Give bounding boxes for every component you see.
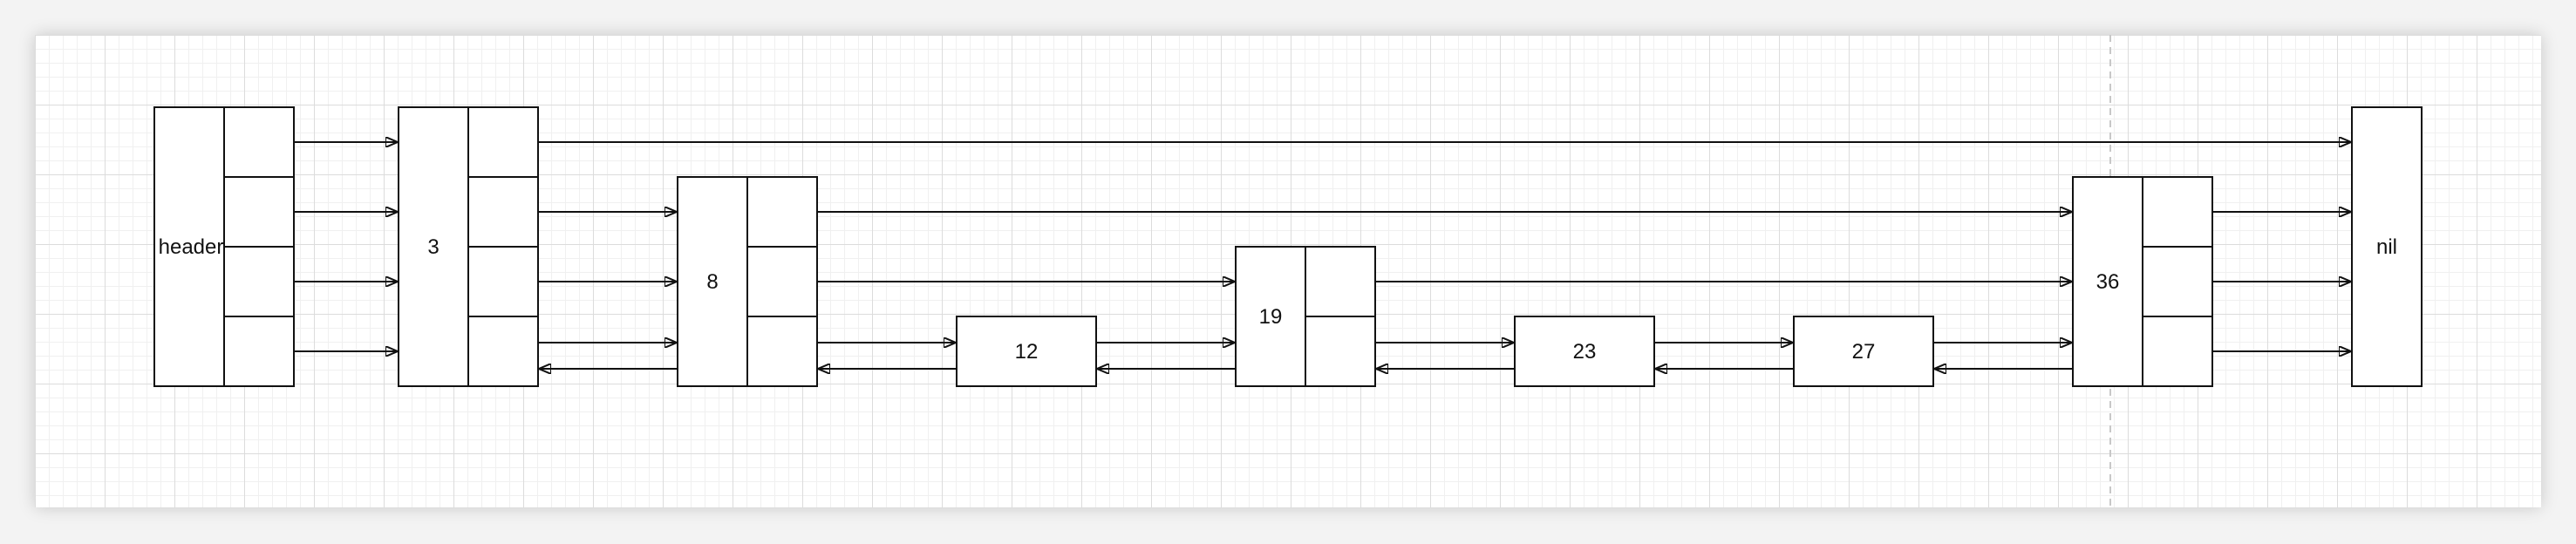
pointer-cell <box>677 176 748 387</box>
node-header: header <box>153 106 295 387</box>
pointer-cell <box>1305 316 1376 387</box>
pointer-cell <box>2142 316 2213 387</box>
nil-label: nil <box>2376 235 2397 259</box>
header-pointer-cell-2 <box>223 246 295 317</box>
pointer-cell <box>1305 246 1376 317</box>
node-23-label: 23 <box>1573 340 1597 364</box>
pointer-cell <box>2142 246 2213 317</box>
node-19-label: 19 <box>1259 305 1283 329</box>
pointer-cell <box>467 246 539 317</box>
node-3-label: 3 <box>427 235 439 259</box>
pointer-cell <box>746 176 818 248</box>
node-nil: nil <box>2351 106 2423 387</box>
pointer-cell <box>2351 106 2423 387</box>
node-12: 12 <box>956 316 1097 387</box>
node-12-label: 12 <box>1015 340 1039 364</box>
header-pointer-cell-4 <box>223 106 295 178</box>
header-label: header <box>159 235 224 259</box>
node-3: 3 <box>398 106 539 387</box>
pointer-cell <box>746 316 818 387</box>
node-27-label: 27 <box>1852 340 1876 364</box>
node-19: 19 <box>1235 246 1376 387</box>
node-36: 36 <box>2072 176 2213 387</box>
pointer-cell <box>2142 176 2213 248</box>
pointer-cell <box>467 176 539 248</box>
skip-list-diagram: header 3 8 12 19 <box>153 35 2423 507</box>
pointer-cell <box>467 316 539 387</box>
pointer-cell <box>1514 316 1655 387</box>
node-23: 23 <box>1514 316 1655 387</box>
header-pointer-cell-1 <box>223 316 295 387</box>
diagram-canvas: header 3 8 12 19 <box>35 35 2541 507</box>
node-8: 8 <box>677 176 818 387</box>
pointer-cell <box>956 316 1097 387</box>
pointer-cell <box>746 246 818 317</box>
pointer-cell <box>467 106 539 178</box>
node-36-label: 36 <box>2096 270 2120 294</box>
node-8-label: 8 <box>706 270 718 294</box>
pointer-cell <box>398 106 469 387</box>
pointer-cell <box>1793 316 1934 387</box>
header-pointer-cell-3 <box>223 176 295 248</box>
node-27: 27 <box>1793 316 1934 387</box>
